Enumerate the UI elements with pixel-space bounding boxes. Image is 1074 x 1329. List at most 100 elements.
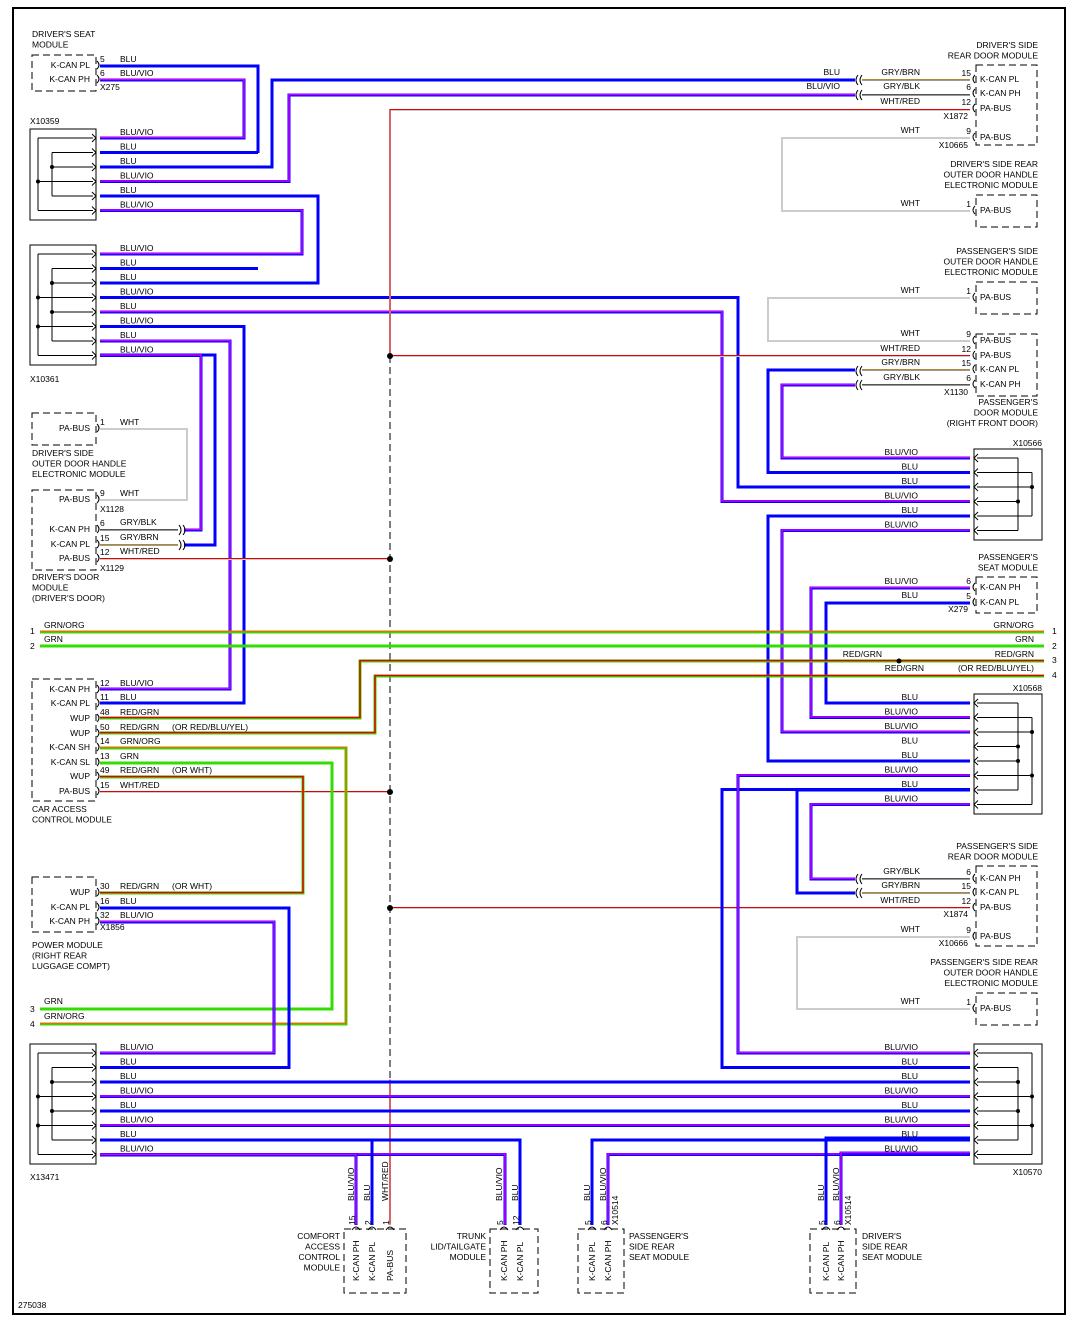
- pin-number: 15: [962, 881, 972, 891]
- terminal-icon: [91, 206, 97, 215]
- splice-dot: [50, 1080, 54, 1084]
- wire-label: BLU/VIO: [120, 200, 154, 210]
- module-title: DOOR MODULE: [974, 408, 1039, 418]
- pin-number: 32: [100, 910, 110, 920]
- wire-label: RED/GRN: [995, 649, 1034, 659]
- wire-label: BLU/VIO: [120, 1144, 154, 1154]
- wire-x10566-x10568-a: [766, 514, 970, 763]
- splice-x10361: [29, 244, 97, 366]
- splice-dot: [36, 295, 40, 300]
- terminal-icon: [973, 698, 979, 708]
- wire-x10361-to-cas-pl: [100, 325, 246, 705]
- connector-id: X10514: [610, 1195, 620, 1225]
- wire-label: BLU/VIO: [884, 1115, 918, 1125]
- splice-dot: [36, 179, 40, 184]
- module-title: ELECTRONIC MODULE: [32, 469, 126, 479]
- module-title: OUTER DOOR HANDLE: [944, 257, 1039, 267]
- pin-name: K-CAN SH: [49, 742, 90, 752]
- wire-x10361-to-cas-ph: [100, 339, 232, 691]
- wire-label: WHT: [901, 328, 920, 338]
- pin-terminal-icon: [972, 1003, 976, 1013]
- terminal-icon: [91, 264, 97, 273]
- wire-label: BLU: [901, 736, 918, 746]
- wire-label: BLU: [120, 54, 137, 64]
- terminal-icon: [91, 191, 97, 201]
- splice-x10359: [29, 128, 97, 221]
- bus-line-3-stripe: [100, 659, 1044, 719]
- splice-dot: [1030, 1123, 1034, 1128]
- pin-terminal-icon: [367, 1226, 377, 1231]
- pin-number: 9: [100, 488, 105, 498]
- pin-number: 5: [817, 1220, 827, 1225]
- terminal-icon: [91, 133, 97, 143]
- pin-name: K-CAN PL: [980, 74, 1019, 84]
- wire-pm-pl: [100, 906, 291, 1069]
- module-title: CONTROL MODULE: [32, 815, 112, 825]
- terminal-icon: [91, 1106, 97, 1116]
- pin-number: 30: [100, 881, 110, 891]
- wire-label: BLU/VIO: [884, 520, 918, 530]
- module-title: SIDE REAR: [629, 1242, 675, 1252]
- inline-connector-icon: [855, 873, 863, 885]
- pin-number: 6: [599, 1220, 609, 1225]
- pin-number: 11: [100, 692, 109, 702]
- connector-id: X10361: [30, 374, 60, 384]
- terminal-icon: [91, 351, 97, 360]
- wire-label: WHT: [901, 996, 920, 1006]
- pin-terminal-icon: [972, 103, 976, 113]
- wire-label: BLU/VIO: [346, 1167, 356, 1201]
- pin-name: PA-BUS: [980, 292, 1011, 302]
- pin-number: 1: [966, 199, 971, 209]
- splice-dot: [1030, 1094, 1034, 1099]
- wire-label: BLU: [120, 156, 137, 166]
- wire-label: BLU/VIO: [884, 576, 918, 586]
- pin-number: 9: [966, 329, 971, 339]
- module-title: PASSENGER'S: [629, 1231, 689, 1241]
- module-drivers-side-rear-door: [975, 64, 1038, 146]
- wire-label: WHT: [901, 285, 920, 295]
- terminal-icon: [91, 1063, 97, 1072]
- pin-name: K-CAN PL: [980, 597, 1019, 607]
- connector-id: X10666: [939, 938, 969, 948]
- wire-note: (OR WHT): [172, 765, 212, 775]
- wire-label: BLU/VIO: [120, 316, 154, 326]
- connector-id: X1128: [100, 504, 124, 514]
- terminal-icon: [973, 1135, 979, 1145]
- pin-number: 15: [100, 533, 110, 543]
- pin-number: 1: [100, 417, 105, 427]
- module-title: SIDE REAR: [862, 1242, 908, 1252]
- terminal-icon: [91, 336, 97, 346]
- wire-drs-rear-handle: [781, 137, 970, 212]
- pin-terminal-icon: [96, 728, 100, 738]
- wire-label: (OR RED/BLU/YEL): [958, 663, 1034, 673]
- wire-label: BLU/VIO: [120, 243, 154, 253]
- inline-connector-icon: [178, 539, 186, 551]
- wire-label: GRN: [1015, 634, 1034, 644]
- wire-label: RED/GRN: [120, 765, 159, 775]
- bus-number: 1: [1052, 626, 1057, 636]
- wire-x10359-x10361-a: [100, 194, 320, 285]
- wire-label: BLU/VIO: [806, 81, 840, 91]
- pin-terminal-icon: [96, 713, 100, 723]
- wire-label: WHT/RED: [880, 96, 920, 106]
- pin-terminal-icon: [96, 684, 100, 694]
- terminal-icon: [91, 278, 97, 288]
- pin-number: 14: [100, 736, 110, 746]
- pin-number: 6: [966, 576, 971, 586]
- pin-number: 50: [100, 722, 110, 732]
- connector-id: X13471: [30, 1172, 60, 1182]
- splice-dot: [36, 1123, 40, 1128]
- pin-terminal-icon: [351, 1226, 361, 1231]
- pin-terminal-icon: [972, 205, 976, 215]
- pin-name: K-CAN PH: [836, 1240, 846, 1281]
- wire-label: BLU: [901, 1071, 918, 1081]
- module-car-access: [31, 678, 97, 802]
- module-passengers-side-rear-outer-handle: [975, 992, 1038, 1026]
- wire-label: BLU: [901, 1129, 918, 1139]
- wire-pabus-top: [389, 109, 970, 356]
- connector-id: X275: [100, 82, 120, 92]
- wire-label: BLU/VIO: [884, 447, 918, 457]
- wire-x10568-x10570-a: [720, 788, 970, 1069]
- wire-label: BLU: [823, 67, 840, 77]
- terminal-icon: [973, 1077, 979, 1087]
